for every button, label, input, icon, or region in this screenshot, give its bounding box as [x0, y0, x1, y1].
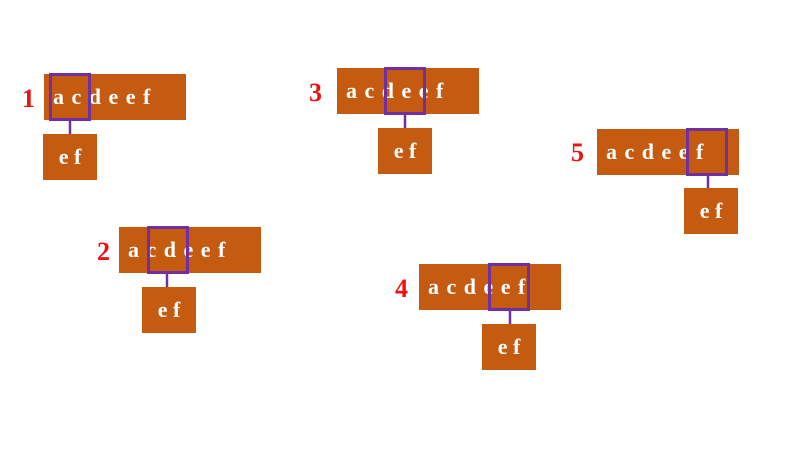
text-string-box: a c d e e f	[597, 129, 739, 175]
comparison-window	[686, 128, 728, 176]
comparison-window	[488, 263, 530, 311]
comparison-window	[49, 73, 91, 121]
step-number: 5	[571, 138, 584, 167]
step-number: 1	[22, 84, 35, 113]
text-string-box: a c d e e f	[337, 68, 479, 114]
pattern-box: e f	[378, 128, 432, 174]
pattern-box: e f	[43, 134, 97, 180]
pattern-box: e f	[482, 324, 536, 370]
comparison-window	[384, 67, 426, 115]
text-string-box: a c d e e f	[119, 227, 261, 273]
comparison-window	[147, 226, 189, 274]
pattern-box: e f	[142, 287, 196, 333]
pattern-box: e f	[684, 188, 738, 234]
text-string-box: a c d e e f	[44, 74, 186, 120]
step-number: 3	[309, 78, 322, 107]
step-number: 4	[395, 274, 408, 303]
step-number: 2	[97, 237, 110, 266]
